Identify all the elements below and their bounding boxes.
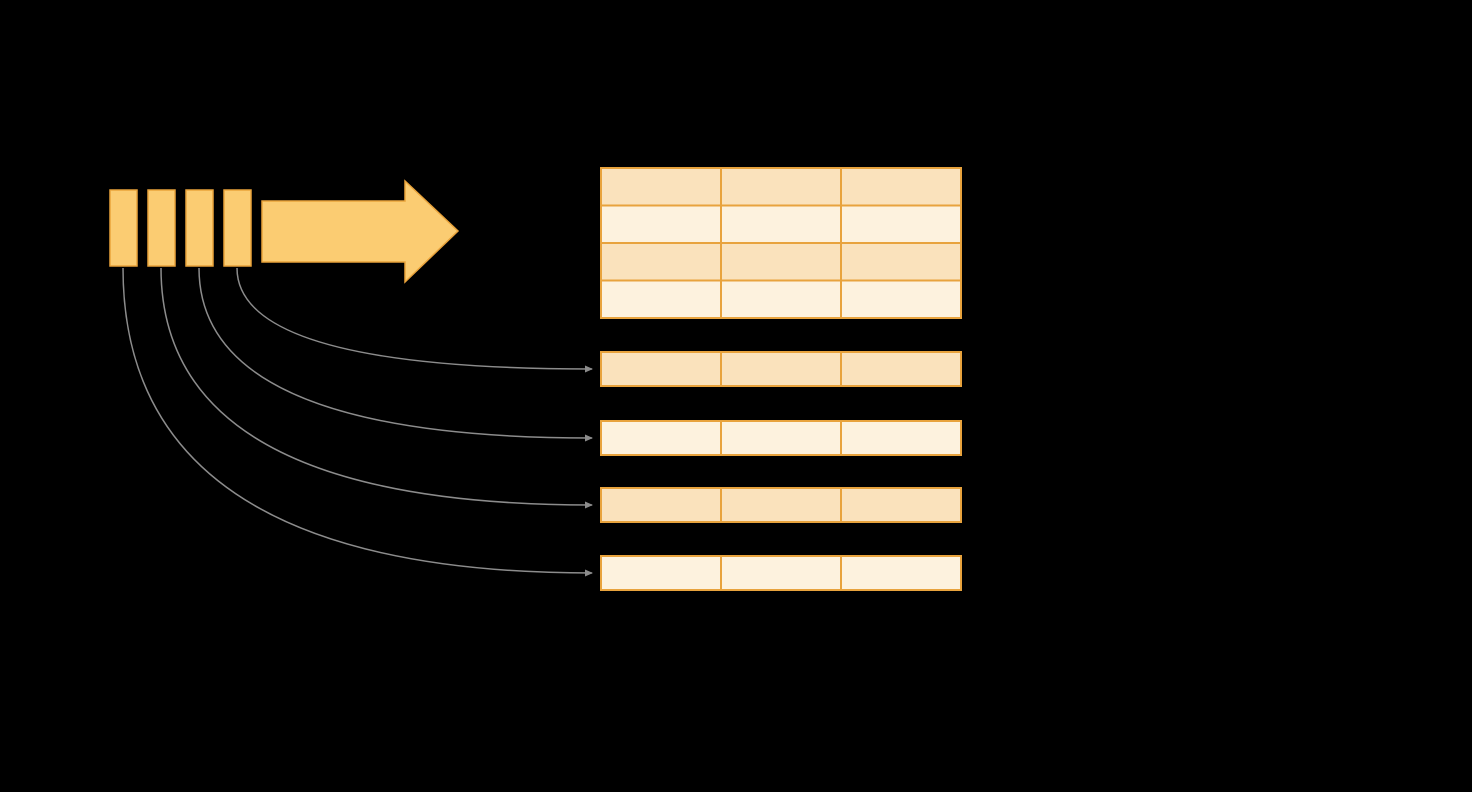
main-table [600,167,962,319]
main-table-cell [720,204,842,244]
main-table-cell [720,279,842,319]
row-table-cell [720,487,842,523]
row-table-cell [840,555,962,591]
row-table-3 [600,487,962,523]
row-table-cell [720,420,842,456]
main-table-cell [600,167,722,207]
row-table-cell [720,555,842,591]
row-table-2 [600,420,962,456]
main-table-cell [600,204,722,244]
row-table-1 [600,351,962,387]
stack-bar-3 [185,189,214,267]
connector-arrow-to-row-table-3 [160,267,593,509]
stack-bar-4 [223,189,252,267]
flow-right-arrow-icon [261,179,460,284]
main-table-cell [840,279,962,319]
stack-bar-2 [147,189,176,267]
row-table-cell [600,420,722,456]
connector-arrow-to-row-table-1 [236,267,593,373]
row-table-cell [840,351,962,387]
row-table-cell [720,351,842,387]
main-table-cell [840,204,962,244]
connector-arrow-to-row-table-4 [122,267,593,577]
main-table-cell [720,242,842,282]
row-table-cell [600,487,722,523]
row-table-4 [600,555,962,591]
connectors [122,267,593,577]
stacked-bars [109,189,252,267]
row-table-cell [600,351,722,387]
main-table-cell [600,242,722,282]
connector-arrow-to-row-table-2 [198,267,593,442]
main-table-cell [720,167,842,207]
main-table-cell [840,242,962,282]
row-table-cell [600,555,722,591]
stack-bar-1 [109,189,138,267]
main-table-cell [840,167,962,207]
row-table-cell [840,420,962,456]
row-table-cell [840,487,962,523]
main-table-cell [600,279,722,319]
